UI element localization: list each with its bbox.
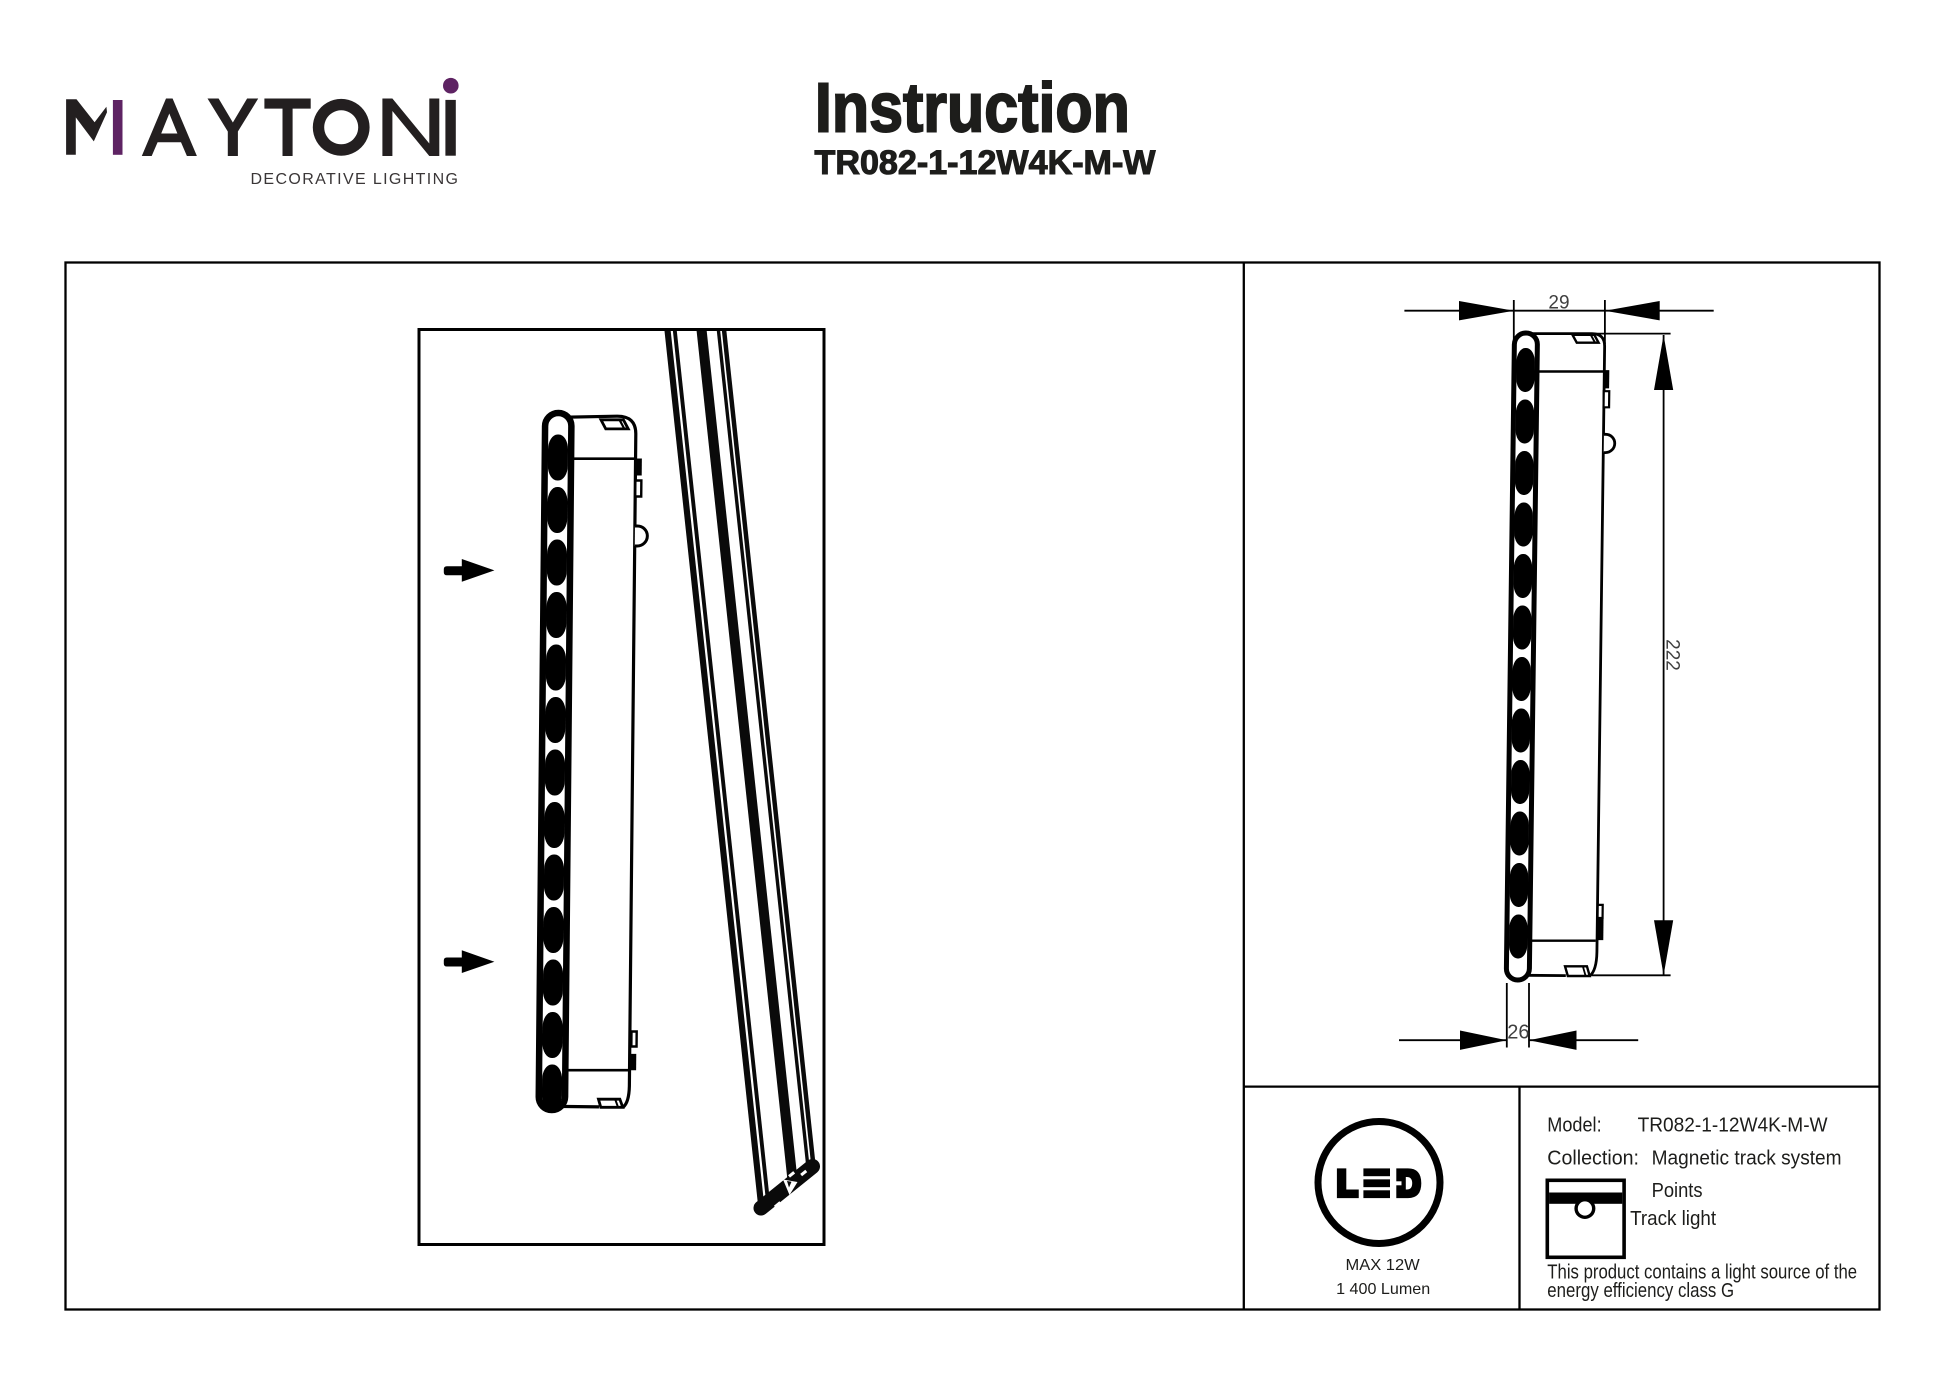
svg-text:1 400 Lumen: 1 400 Lumen [1336, 1281, 1430, 1298]
svg-text:Model:: Model: [1547, 1114, 1601, 1137]
svg-text:TR082-1-12W4K-M-W: TR082-1-12W4K-M-W [1638, 1114, 1829, 1137]
svg-text:Magnetic track system: Magnetic track system [1652, 1147, 1842, 1170]
svg-text:MAX 12W: MAX 12W [1346, 1257, 1420, 1274]
svg-text:Points: Points [1652, 1179, 1703, 1202]
svg-text:Track light: Track light [1630, 1207, 1716, 1230]
svg-text:29: 29 [1548, 292, 1569, 313]
svg-text:DECORATIVE LIGHTING: DECORATIVE LIGHTING [251, 171, 459, 188]
svg-text:Collection:: Collection: [1547, 1147, 1639, 1170]
svg-text:222: 222 [1662, 639, 1683, 671]
svg-text:Instruction: Instruction [815, 69, 1130, 147]
svg-text:energy efficiency class G: energy efficiency class G [1547, 1279, 1734, 1302]
svg-text:TR082-1-12W4K-M-W: TR082-1-12W4K-M-W [815, 144, 1157, 182]
svg-text:This product contains a light: This product contains a light source of … [1547, 1260, 1857, 1283]
svg-text:26: 26 [1507, 1022, 1529, 1044]
